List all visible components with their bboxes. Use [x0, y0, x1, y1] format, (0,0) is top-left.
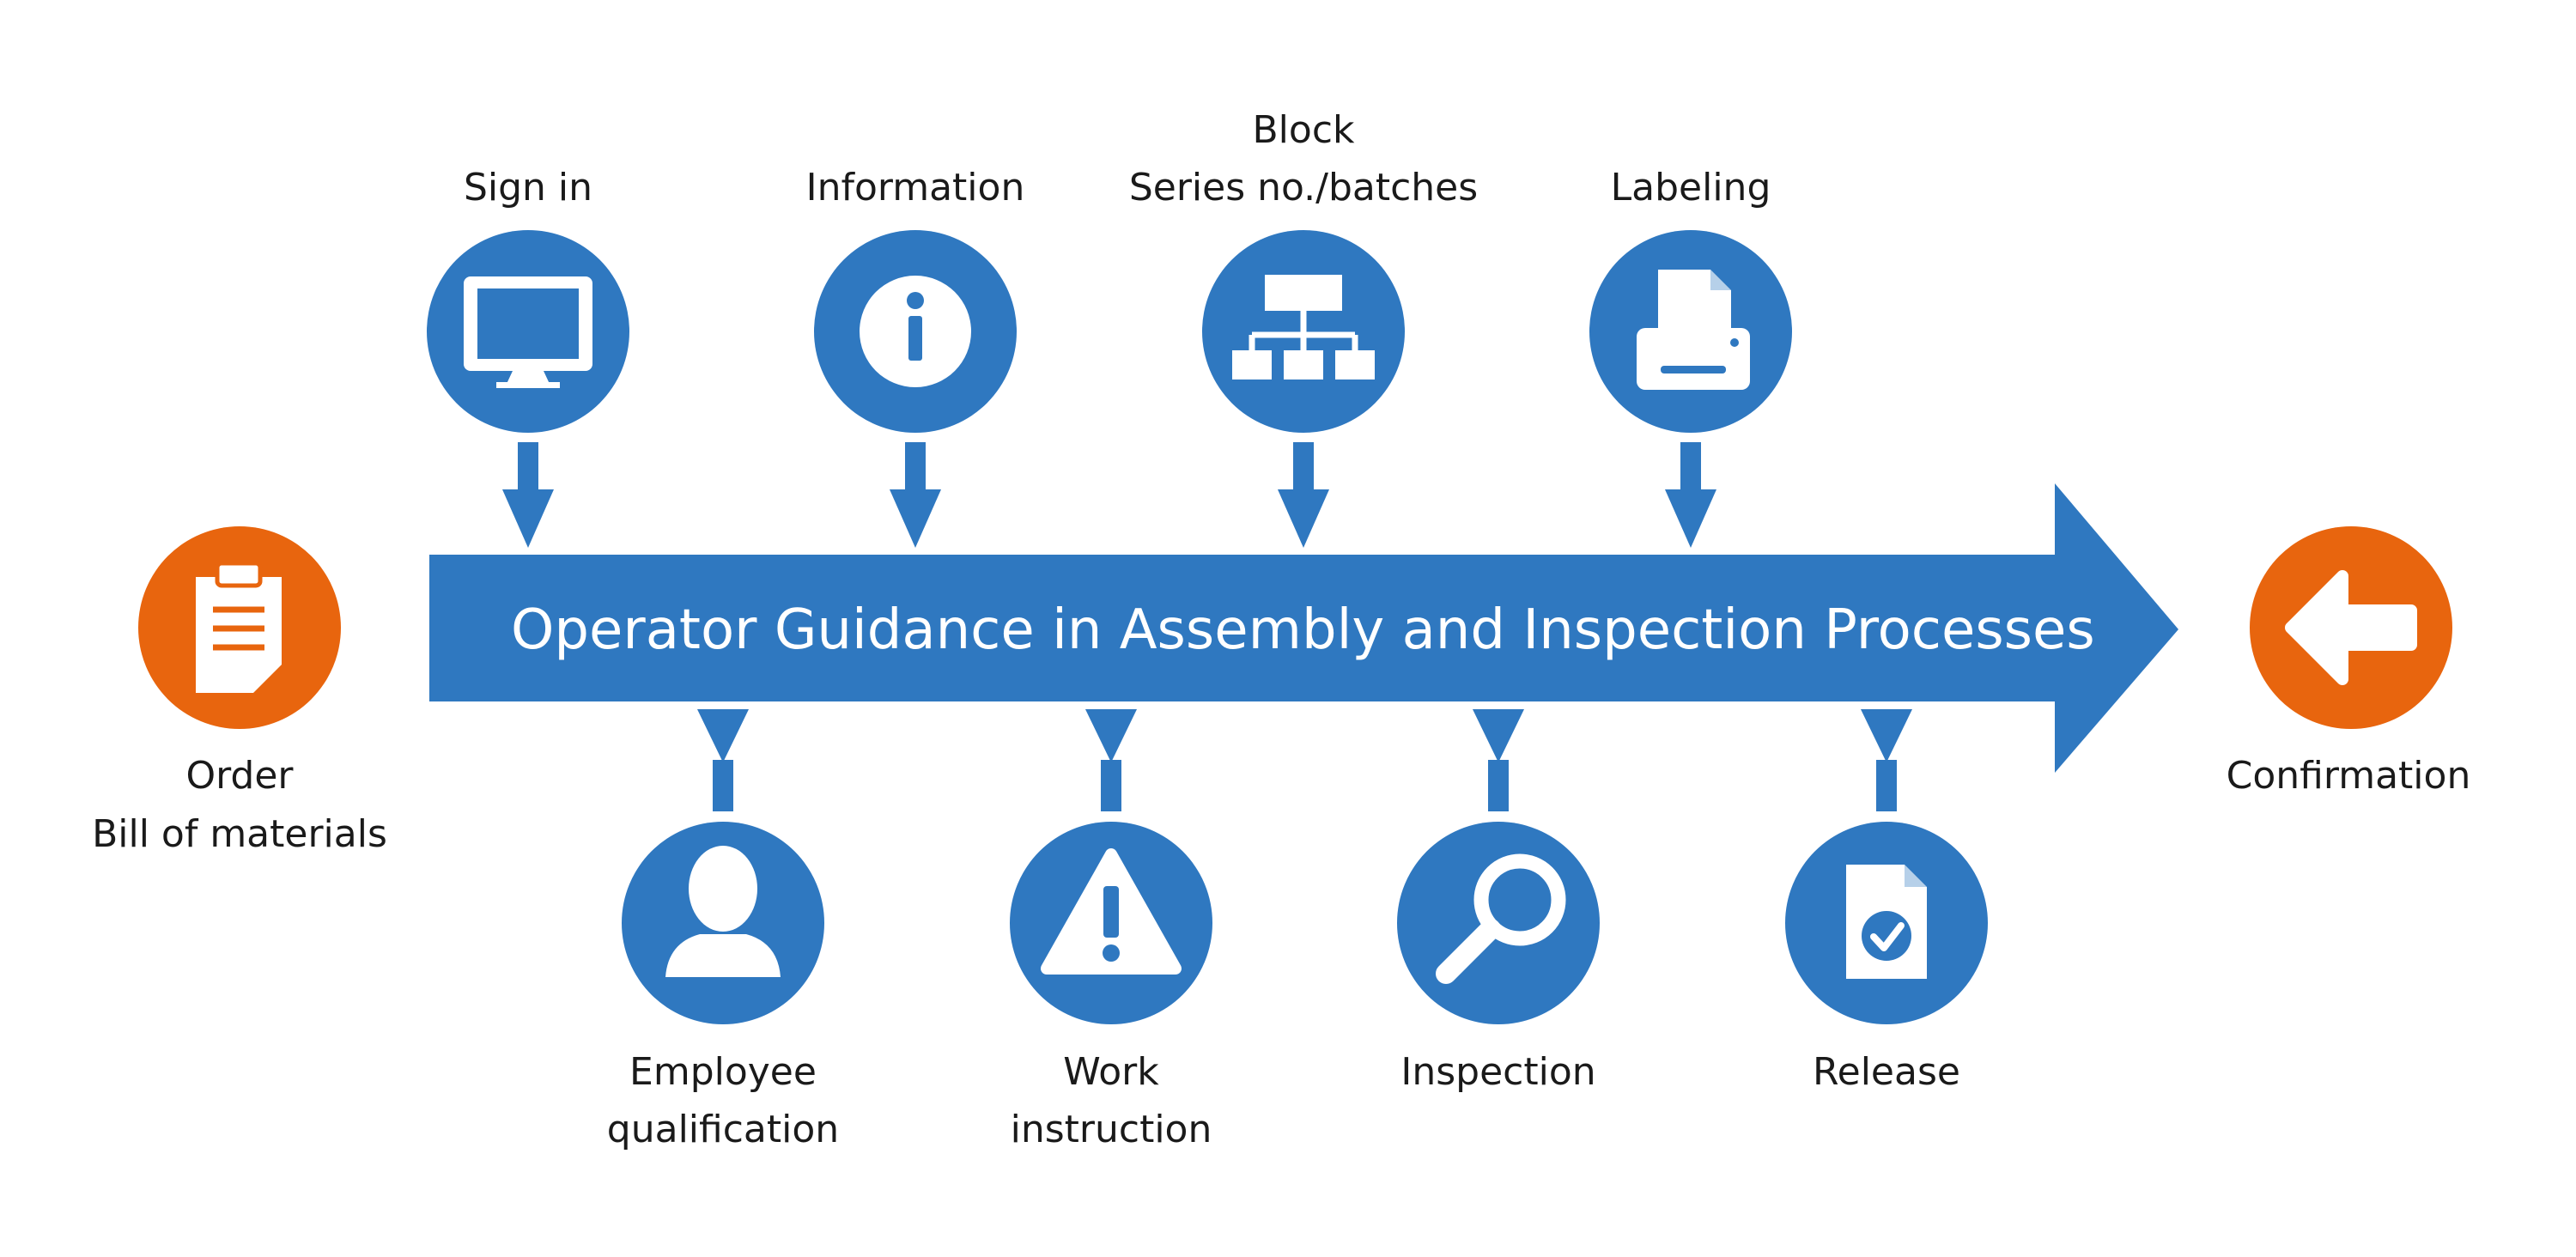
main-title: Operator Guidance in Assembly and Inspec… [511, 598, 2095, 662]
top-label-1-line2: Sign in [464, 166, 592, 210]
printer-icon [1637, 270, 1750, 390]
hierarchy-icon [1232, 275, 1375, 380]
info-icon [860, 276, 971, 387]
top-node-labeling: Labeling [1589, 166, 1792, 548]
top-label-3-line2: Series no./batches [1129, 166, 1478, 210]
bottom-label-1-line1: Employee [629, 1050, 817, 1094]
bottom-node-inspection: Inspection [1397, 709, 1600, 1094]
main-process-arrow [429, 483, 2178, 773]
magnifier-icon [1436, 853, 1566, 984]
arrow-left-icon [2285, 570, 2417, 685]
top-arrow-2 [890, 489, 941, 548]
start-label-line1: Order [185, 754, 294, 798]
clipboard-icon [196, 561, 282, 693]
top-arrow-1 [502, 489, 554, 548]
warning-icon [1041, 848, 1182, 975]
bottom-label-1-line2: qualification [607, 1108, 839, 1151]
top-arrow-3 [1278, 489, 1329, 548]
top-label-2-line2: Information [806, 166, 1025, 210]
bottom-label-3-line1: Inspection [1400, 1050, 1595, 1094]
bottom-label-2-line2: instruction [1011, 1108, 1212, 1151]
bottom-arrow-2 [1085, 709, 1137, 762]
bottom-node-release: Release [1785, 709, 1988, 1094]
monitor-icon [464, 276, 592, 388]
top-label-3-line1: Block [1252, 108, 1355, 152]
top-label-4-line2: Labeling [1611, 166, 1771, 210]
bottom-arrow-4 [1861, 709, 1912, 762]
person-icon [665, 846, 781, 977]
start-label-line2: Bill of materials [92, 812, 387, 856]
end-label: Confirmation [2227, 754, 2471, 798]
document-check-icon [1846, 865, 1927, 979]
top-arrow-4 [1665, 489, 1716, 548]
bottom-node-work-instruction: Work instruction [1010, 709, 1212, 1151]
bottom-label-2-line1: Work [1063, 1050, 1159, 1094]
start-node-order: Order Bill of materials [92, 526, 387, 856]
top-node-sign-in: Sign in [427, 166, 629, 548]
bottom-label-4-line1: Release [1813, 1050, 1960, 1094]
bottom-node-employee: Employee qualification [607, 709, 839, 1151]
top-node-information: Information [806, 166, 1025, 548]
top-node-block: Block Series no./batches [1129, 108, 1478, 548]
bottom-arrow-3 [1473, 709, 1524, 762]
bottom-arrow-1 [697, 709, 749, 762]
end-node-confirmation: Confirmation [2227, 526, 2471, 798]
